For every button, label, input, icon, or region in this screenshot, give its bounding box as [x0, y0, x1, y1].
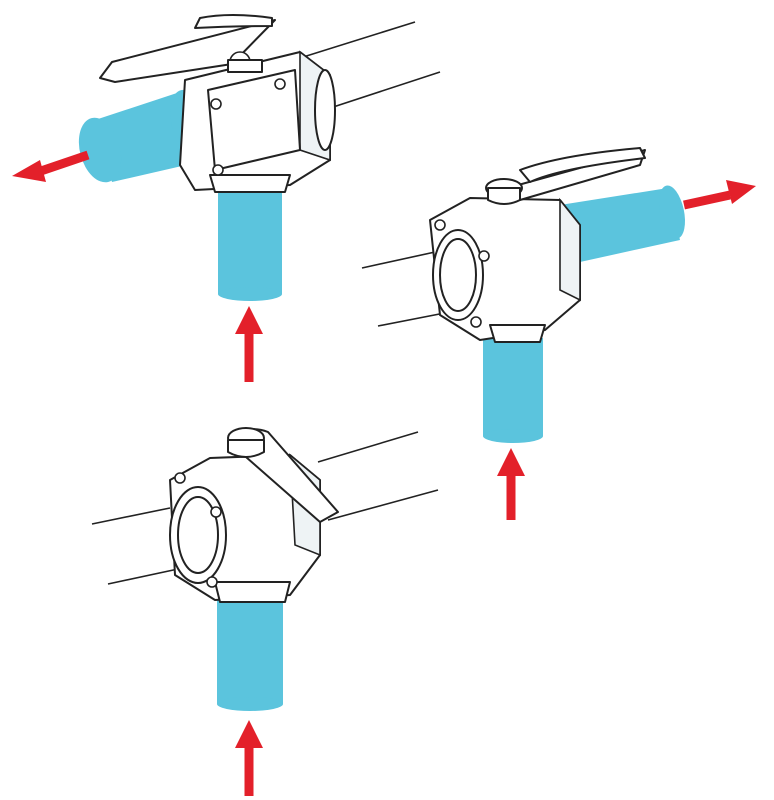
inlet-pipe-right	[483, 338, 543, 443]
outlet-pipe-right	[560, 185, 686, 262]
flow-arrow-out-right	[683, 180, 756, 210]
valve-top-left	[12, 14, 441, 382]
valve-bottom-left	[91, 427, 439, 796]
pipe-lines-top-left	[299, 21, 441, 113]
flow-arrow-in-right	[497, 448, 525, 520]
inlet-pipe-top-left	[218, 190, 282, 301]
pipe-lines-bottom-left	[91, 431, 439, 585]
flow-arrow-in-top-left	[235, 306, 263, 382]
flow-arrow-out-top-left	[12, 150, 90, 182]
valve-right	[361, 147, 756, 520]
inlet-pipe-bottom-left	[217, 600, 283, 711]
flow-arrow-in-bottom-left	[235, 720, 263, 796]
